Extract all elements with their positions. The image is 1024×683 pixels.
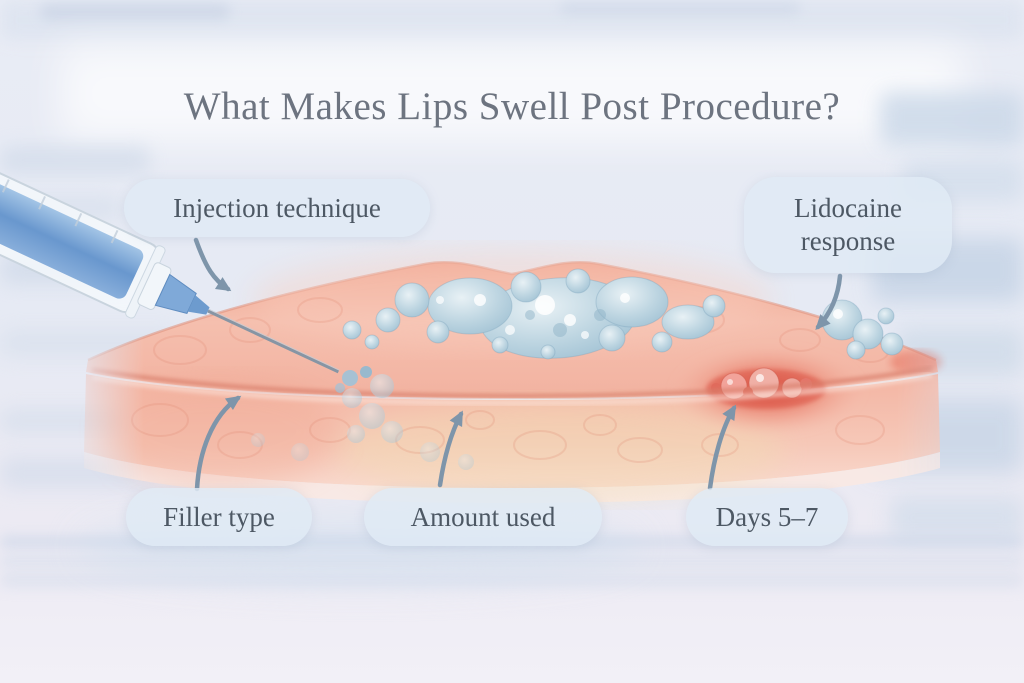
syringe-graduations bbox=[1, 179, 119, 244]
lip-crease-line bbox=[91, 366, 933, 399]
days-5-7-arrow bbox=[707, 404, 737, 491]
amount-used-arrow bbox=[437, 410, 464, 488]
page-title: What Makes Lips Swell Post Procedure? bbox=[183, 85, 841, 128]
filler-gel-bubbles bbox=[342, 268, 726, 360]
filler-gel-bubbles-needle-tip bbox=[251, 366, 474, 470]
tissue-texture bbox=[131, 297, 889, 463]
lidocaine-response-arrow bbox=[815, 273, 843, 330]
label-lidocaine-response: Lidocaine response bbox=[744, 177, 952, 273]
needle-hub bbox=[154, 273, 197, 314]
label-injection-technique: Injection technique bbox=[124, 179, 430, 237]
lip-tissue-block bbox=[84, 250, 942, 503]
filler-type-arrow bbox=[194, 395, 242, 492]
filler-gel-speckles bbox=[436, 293, 630, 339]
injection-technique-arrow bbox=[193, 237, 232, 292]
syringe-icon bbox=[0, 139, 340, 374]
label-amount-used: Amount used bbox=[364, 488, 602, 546]
lip-crease-highlight bbox=[91, 372, 933, 406]
label-filler-type: Filler type bbox=[126, 488, 312, 546]
label-days-5-7: Days 5–7 bbox=[686, 488, 848, 546]
pointer-arrows bbox=[193, 237, 843, 492]
needle-icon bbox=[207, 309, 340, 374]
